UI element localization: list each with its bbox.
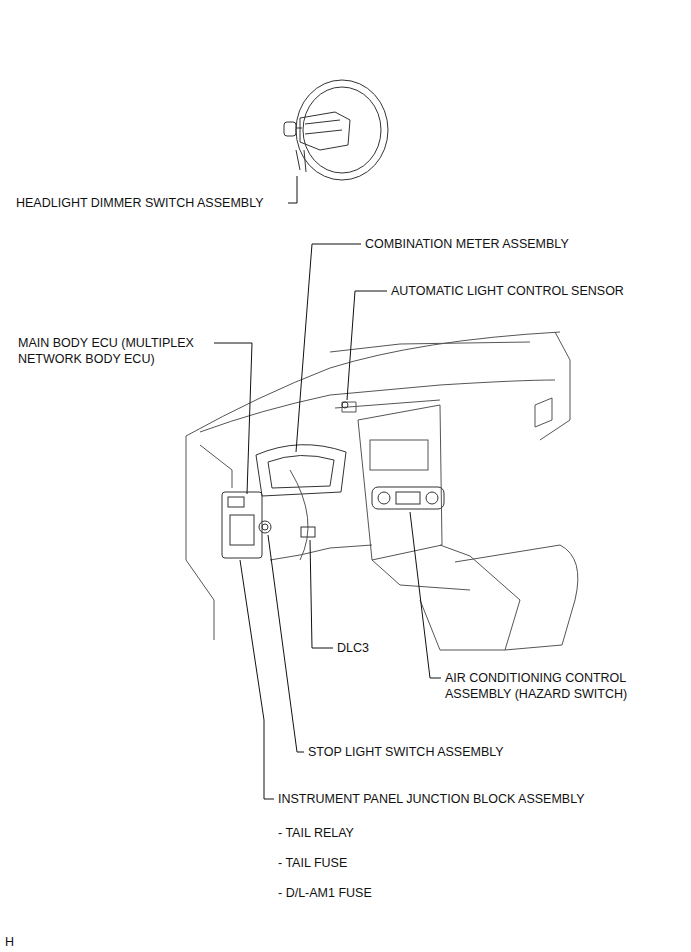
part-label: DLC3	[337, 640, 369, 656]
sub-item-label: - TAIL FUSE	[278, 855, 347, 871]
part-label: HEADLIGHT DIMMER SWITCH ASSEMBLY	[16, 195, 264, 211]
component-figures	[222, 402, 444, 558]
leader-lines	[214, 176, 441, 799]
part-label: AUTOMATIC LIGHT CONTROL SENSOR	[391, 283, 624, 299]
figure-code: H	[5, 934, 14, 950]
part-label: INSTRUMENT PANEL JUNCTION BLOCK ASSEMBLY	[278, 791, 585, 807]
sub-item-label: - TAIL RELAY	[278, 825, 354, 841]
steering-wheel	[284, 80, 388, 180]
part-label: COMBINATION METER ASSEMBLY	[365, 236, 569, 252]
sub-item-label: - D/L-AM1 FUSE	[278, 885, 372, 901]
part-label: STOP LIGHT SWITCH ASSEMBLY	[308, 744, 504, 760]
part-label: AIR CONDITIONING CONTROL ASSEMBLY (HAZAR…	[445, 670, 657, 702]
part-label: MAIN BODY ECU (MULTIPLEX NETWORK BODY EC…	[18, 335, 223, 367]
dashboard-outline	[186, 332, 578, 650]
